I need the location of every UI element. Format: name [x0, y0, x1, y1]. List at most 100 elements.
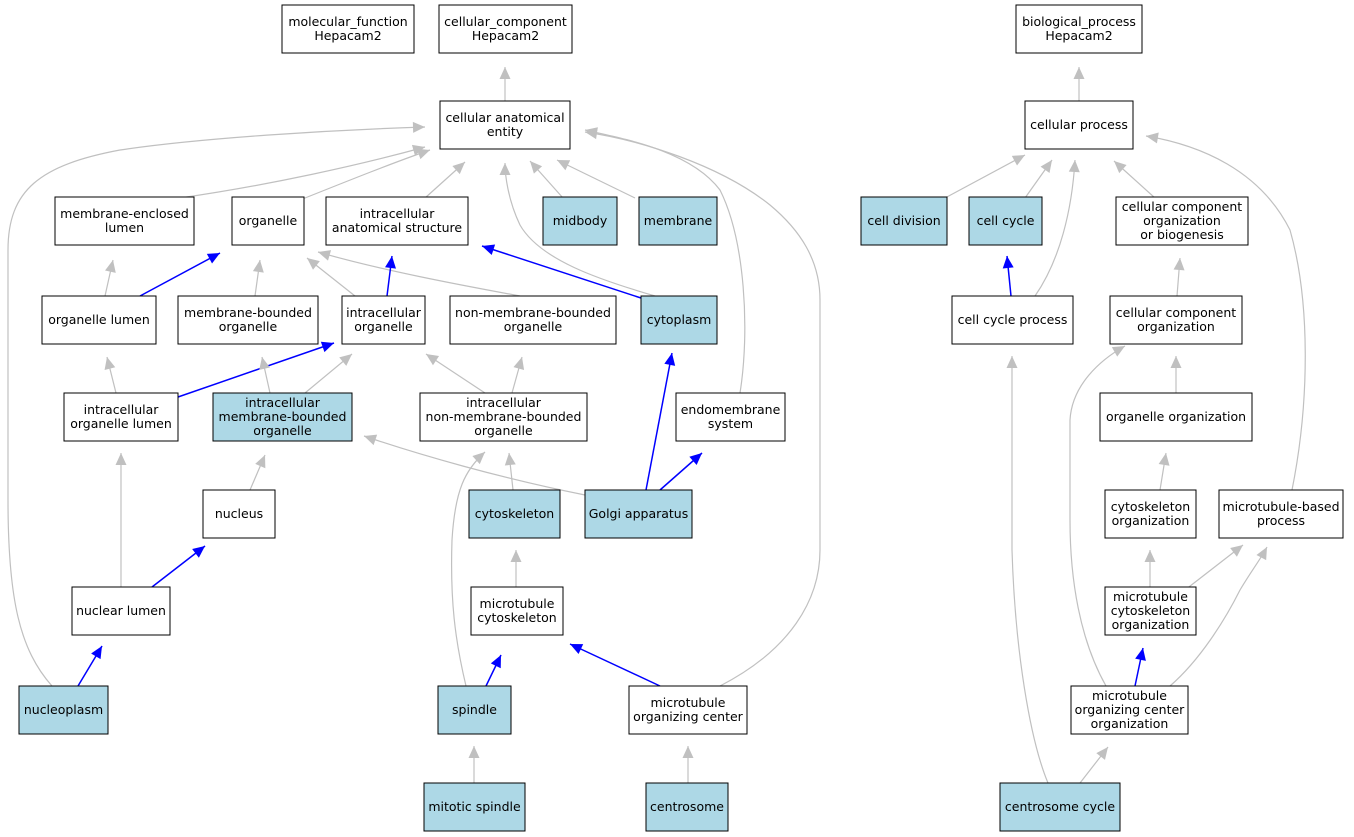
node-label-ias-1: anatomical structure — [332, 220, 462, 235]
node-label-endo-0: endomembrane — [681, 402, 781, 417]
node-centrosome[interactable]: centrosome — [645, 782, 729, 832]
node-box-imbo — [212, 392, 353, 442]
arrowhead-mbo-to-org — [252, 260, 264, 273]
arrowhead-inmbo-to-nmbo — [513, 357, 525, 371]
node-label-mel-1: lumen — [105, 220, 144, 235]
node-label-centcycle-0: centrosome cycle — [1005, 799, 1116, 814]
arrowhead-midbody-to-cae — [530, 161, 543, 174]
edge-centcycle-to-ccp — [1011, 356, 1049, 784]
node-box-mitspindle — [423, 782, 526, 832]
edge-mtoco-to-cco — [1069, 345, 1126, 687]
arrowhead-cellcycle-to-cp — [1040, 160, 1052, 173]
arrowhead-cytoplasm-to-ias — [482, 244, 496, 255]
edge-mtcso-to-mtbp — [1184, 544, 1244, 591]
node-nucleus[interactable]: nucleus — [202, 489, 276, 539]
arrowhead-orglumen-to-org — [206, 253, 220, 264]
node-cp[interactable]: cellular process — [1024, 100, 1134, 150]
node-nucleoplasm[interactable]: nucleoplasm — [18, 685, 109, 735]
node-orglumen[interactable]: organelle lumen — [41, 295, 157, 345]
node-cytoskeleton[interactable]: cytoskeleton — [468, 489, 561, 539]
node-spindle[interactable]: spindle — [437, 685, 512, 735]
node-label-ias-0: intracellular — [360, 206, 436, 221]
arrowhead-inmbo-to-io — [426, 354, 440, 366]
node-inmbo[interactable]: intracellularnon-membrane-boundedorganel… — [419, 392, 588, 442]
node-membrane[interactable]: membrane — [638, 196, 718, 246]
arrowhead-mtoco-to-cco — [1111, 346, 1125, 357]
edge-celldiv-to-cp — [944, 154, 1026, 199]
node-label-inmbo-0: intracellular — [466, 395, 542, 410]
node-box-cso — [1104, 489, 1197, 539]
arrowhead-spindle-to-inmbo — [472, 452, 485, 465]
arrowhead-mtoc-to-mtcs — [570, 644, 584, 655]
node-cellcycle[interactable]: cell cycle — [968, 196, 1043, 246]
arrowhead-iol-to-io — [320, 341, 334, 353]
edge-endo-to-cae — [584, 129, 746, 394]
edge-nucleoplasm-to-cae — [7, 126, 426, 687]
node-centcycle[interactable]: centrosome cycle — [999, 782, 1121, 832]
node-celldiv[interactable]: cell division — [860, 196, 948, 246]
node-label-golgi-0: Golgi apparatus — [589, 506, 689, 521]
node-label-cco-0: cellular component — [1116, 305, 1236, 320]
node-cytoplasm[interactable]: cytoplasm — [640, 295, 718, 345]
node-label-spindle-0: spindle — [452, 702, 497, 717]
arrowhead-celldiv-to-cp — [1011, 155, 1025, 166]
arrowhead-mtcso-to-mtbp — [1230, 545, 1243, 557]
node-box-mtcso — [1104, 586, 1197, 636]
node-ccp[interactable]: cell cycle process — [951, 295, 1074, 345]
node-box-mtcs — [470, 586, 564, 636]
node-label-io-1: organelle — [354, 319, 413, 334]
node-orgorg[interactable]: organelle organization — [1099, 392, 1253, 442]
arrowhead-cae-to-cc — [499, 67, 511, 79]
arrowhead-orglumen-to-mel — [105, 260, 116, 273]
node-label-cytoplasm-0: cytoplasm — [647, 312, 712, 327]
arrowhead-centcycle-to-mtoco — [1096, 747, 1108, 760]
node-label-cae-1: entity — [487, 124, 524, 139]
node-box-org — [231, 196, 305, 246]
node-box-membrane — [638, 196, 718, 246]
node-golgi[interactable]: Golgi apparatus — [584, 489, 693, 539]
node-label-orglumen-0: organelle lumen — [48, 312, 150, 327]
node-box-nucleoplasm — [18, 685, 109, 735]
node-box-orglumen — [41, 295, 157, 345]
node-mitspindle[interactable]: mitotic spindle — [423, 782, 526, 832]
arrowhead-nucleoplasm-to-nuclumen — [91, 646, 102, 660]
node-label-cellcycle-0: cell cycle — [977, 213, 1035, 228]
node-label-mtcs-0: microtubule — [480, 596, 555, 611]
arrowhead-imbo-to-mbo — [259, 357, 270, 370]
node-box-cc — [438, 4, 573, 54]
node-label-io-0: intracellular — [346, 305, 422, 320]
node-org[interactable]: organelle — [231, 196, 305, 246]
arrowhead-nuclumen-to-iol — [115, 453, 127, 465]
edge-mel-to-cae — [179, 146, 426, 199]
node-nuclumen[interactable]: nuclear lumen — [71, 586, 171, 636]
node-box-nuclumen — [71, 586, 171, 636]
node-midbody[interactable]: midbody — [542, 196, 618, 246]
arrowhead-mtcso-to-cso — [1144, 550, 1156, 562]
arrowhead-mtoc-to-cae — [585, 128, 598, 140]
node-label-org-0: organelle — [239, 213, 298, 228]
node-box-cellcycle — [968, 196, 1043, 246]
node-label-midbody-0: midbody — [553, 213, 608, 228]
node-label-mbo-0: membrane-bounded — [184, 305, 312, 320]
node-box-mtbp — [1218, 489, 1344, 539]
